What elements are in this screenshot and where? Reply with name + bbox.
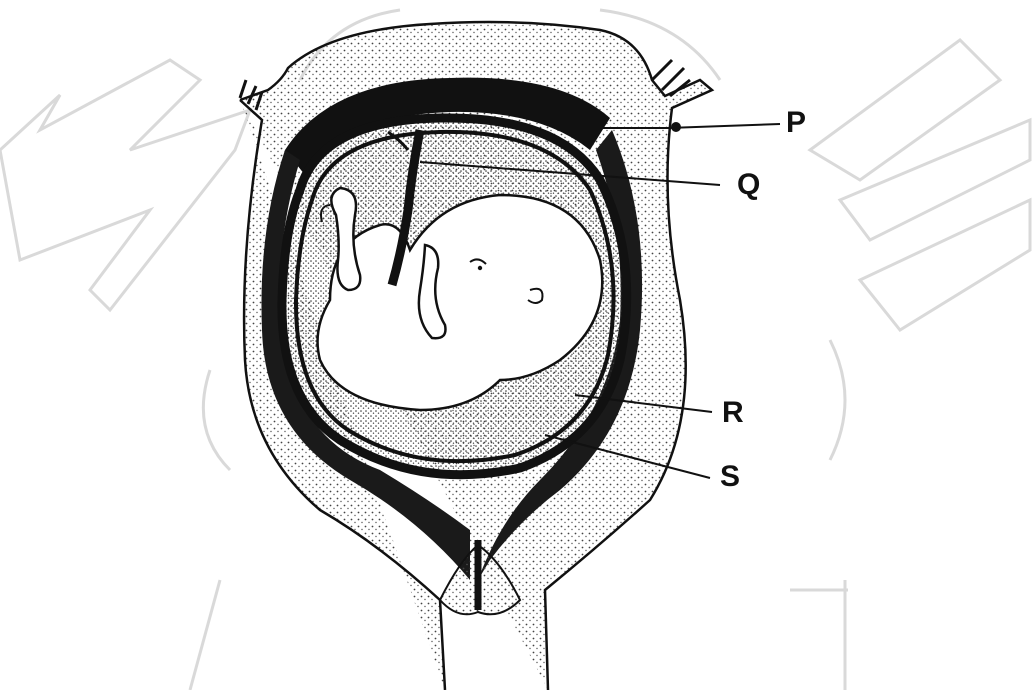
label-s: S — [720, 462, 740, 492]
label-q: Q — [737, 170, 760, 200]
label-r: R — [722, 398, 744, 428]
label-p: P — [786, 108, 806, 138]
leader-dot-p — [672, 123, 680, 131]
